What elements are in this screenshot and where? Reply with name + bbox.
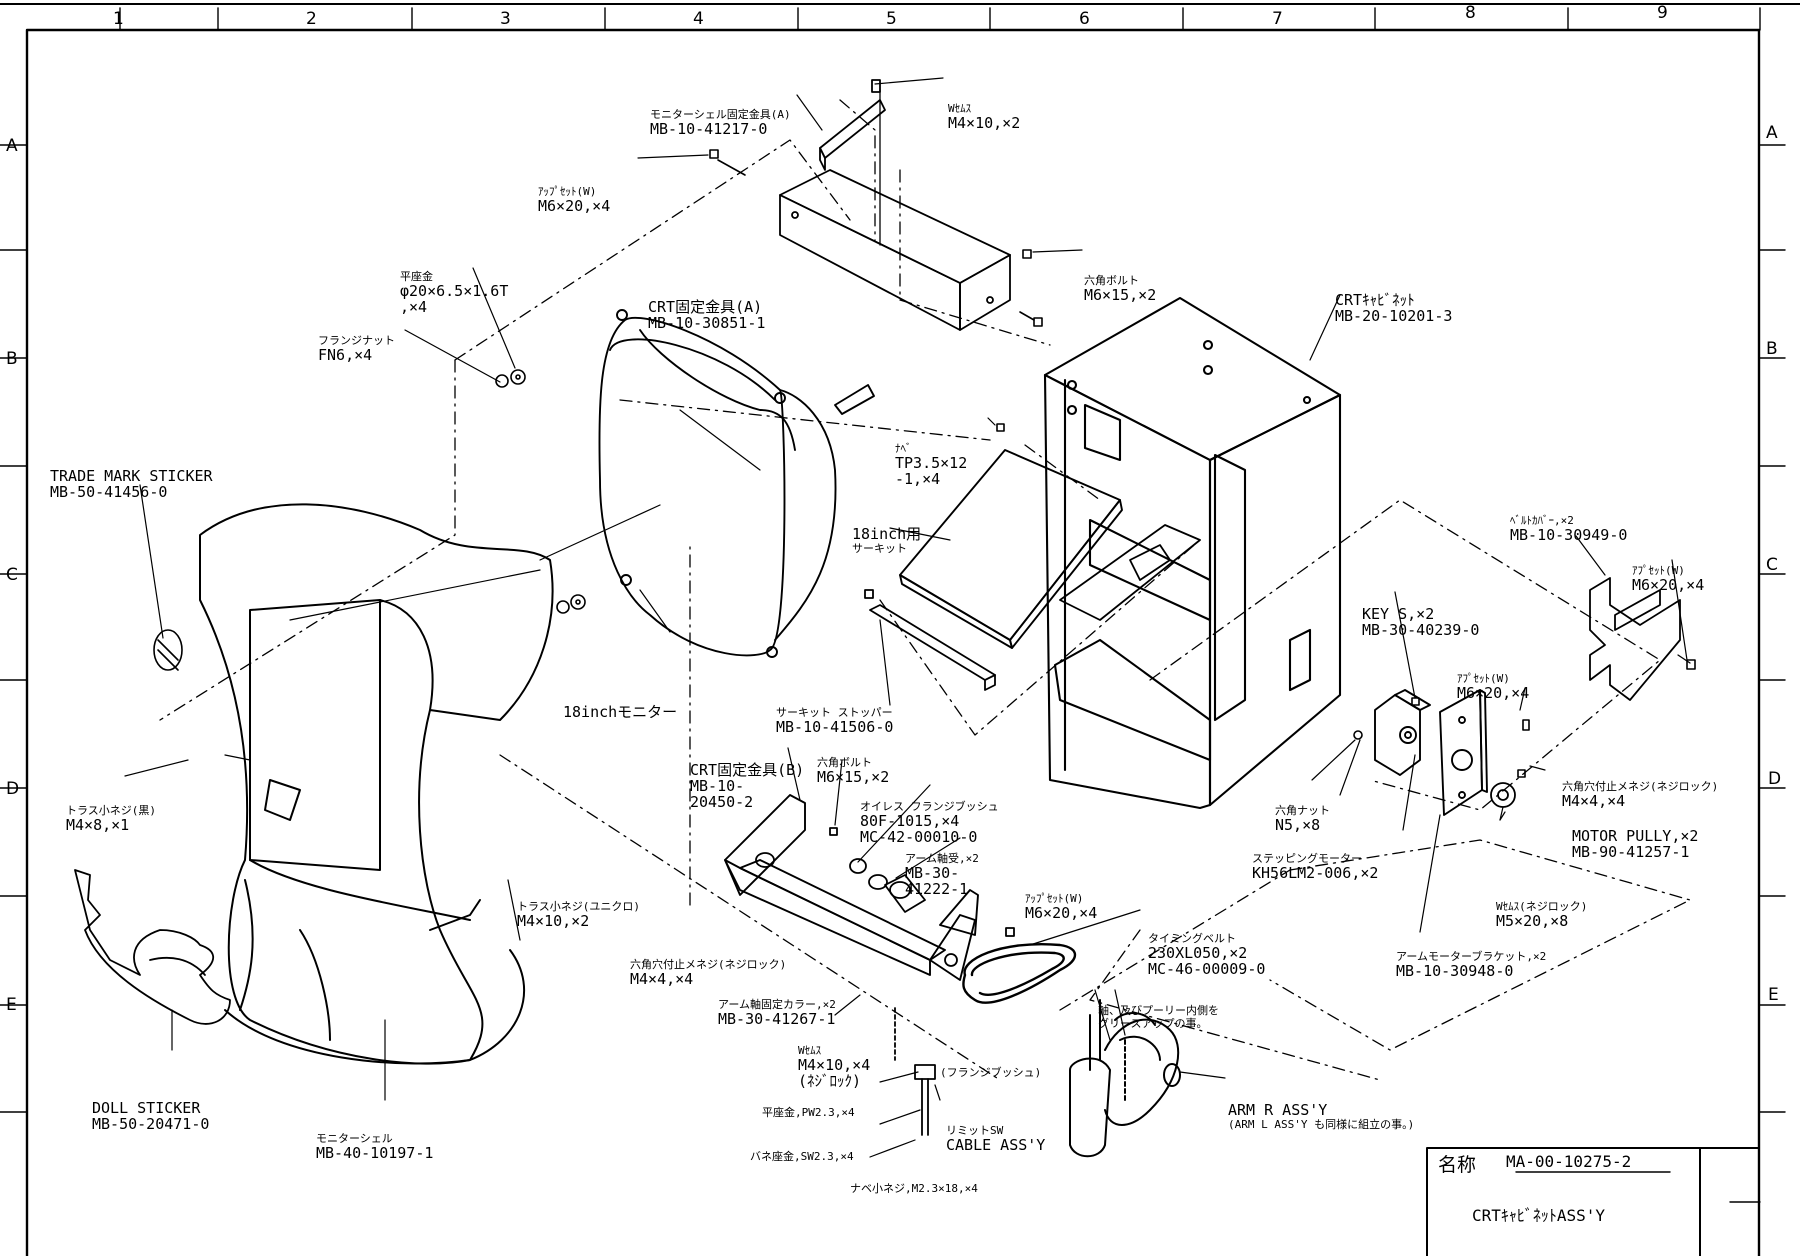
callout-monitor-18inch: 18inchモニター: [563, 703, 678, 721]
callout-monitor-shell-bracket-a: モニターシェル固定金具(A)MB-10-41217-0: [650, 108, 791, 138]
stepping-motor: [1374, 689, 1431, 776]
callout-upset-w-top: ｱｯﾌﾟｾｯﾄ(W)M6×20,×4: [538, 185, 611, 215]
circuit-stopper: [864, 589, 996, 691]
callout-upset-w-mid: ｱﾌﾟｾｯﾄ(W)M6×20,×4: [1457, 672, 1530, 702]
arm-motor-bracket: [1439, 689, 1488, 816]
row-marker: D: [1768, 769, 1782, 789]
crt-cabinet: [1043, 296, 1342, 810]
leader-lines: [124, 77, 1688, 1158]
row-marker: C: [6, 565, 18, 585]
drawing-title: CRTｷｬﾋﾞﾈｯﾄASS'Y: [1472, 1206, 1606, 1225]
callout-flat-washer-small: 平座金,PW2.3,×4: [762, 1106, 855, 1119]
trade-mark-sticker: [153, 629, 183, 671]
callout-spring-washer: バネ座金,SW2.3,×4: [750, 1150, 854, 1163]
callout-grease-note: 軸、及びプーリー内側をグリースアップの事。: [1098, 1004, 1219, 1030]
row-marker: B: [6, 349, 18, 369]
column-marker: 8: [1465, 3, 1476, 23]
callout-w-sems-lock: Wｾﾑｽ(ネジロック)M5×20,×8: [1496, 900, 1588, 930]
cabinet-side-bracket: [1059, 524, 1201, 621]
monitor-shell: [199, 503, 554, 1065]
callout-upset-w-right: ｱﾌﾟｾｯﾄ(W)M6×20,×4: [1632, 564, 1705, 594]
column-marker: 7: [1272, 9, 1283, 29]
bolts-top: [709, 149, 1043, 327]
callout-hex-set-screw-left: 六角穴付止メネジ(ネジロック)M4×4,×4: [630, 958, 787, 988]
arm-r-assembly: [1069, 999, 1181, 1158]
circuit-board-18inch: [899, 449, 1123, 649]
column-marker: 9: [1657, 3, 1668, 23]
callout-truss-unichrome: トラス小ネジ(ユニクロ)M4×10,×2: [517, 900, 641, 930]
callout-truss-black: トラス小ネジ(黒)M4×8,×1: [66, 804, 157, 834]
crt-bracket-b: [724, 794, 979, 981]
callout-flange-bush: (フランジブッシュ): [940, 1066, 1042, 1079]
title-block-name-label: 名称: [1438, 1154, 1477, 1176]
callout-upset-w-low: ｱｯﾌﾟｾｯﾄ(W)M6×20,×4: [1025, 892, 1098, 922]
row-marker: C: [1766, 555, 1778, 575]
column-marker: 6: [1079, 9, 1090, 29]
column-marker: 3: [500, 9, 511, 29]
drawing-number: MA-00-10275-2: [1506, 1152, 1632, 1171]
timing-belt: [962, 943, 1077, 1004]
arm-shaft-parts: [755, 827, 1015, 967]
monitor-shell-bracket-a: [819, 79, 886, 171]
callout-crt-bracket-a: CRT固定金具(A)MB-10-30851-1: [648, 298, 766, 332]
flange-nuts: [495, 369, 586, 614]
row-marker: E: [6, 995, 17, 1015]
column-marker: 1: [113, 9, 124, 29]
callout-hex-set-screw-right: 六角穴付止メネジ(ネジロック)M4×4,×4: [1562, 780, 1719, 810]
column-marker: 4: [693, 9, 704, 29]
crt-bracket-a: [779, 169, 1011, 331]
row-marker: D: [6, 779, 20, 799]
row-marker: A: [6, 136, 18, 156]
callout-circuit-18inch: 18inch用サーキット: [852, 525, 922, 555]
column-marker: 2: [306, 9, 317, 29]
title-block-frame: [1426, 1147, 1761, 1256]
callout-pan-small-screw: ナベ小ネジ,M2.3×18,×4: [850, 1182, 978, 1195]
row-marker: E: [1768, 985, 1779, 1005]
callout-arm-r-assembly: ARM R ASS'Y(ARM L ASS'Y も同様に組立の事。): [1228, 1101, 1415, 1131]
monitor-18inch: [598, 309, 875, 658]
row-marker: B: [1766, 339, 1778, 359]
limit-switch: [894, 1007, 936, 1136]
doll-sticker: [74, 869, 231, 1025]
column-marker: 5: [886, 9, 897, 29]
motor-pully: [1490, 782, 1516, 808]
row-marker: A: [1766, 123, 1778, 143]
belt-cover: [1589, 577, 1681, 701]
callout-crt-bracket-b: CRT固定金具(B)MB-10-20450-2: [690, 761, 805, 811]
